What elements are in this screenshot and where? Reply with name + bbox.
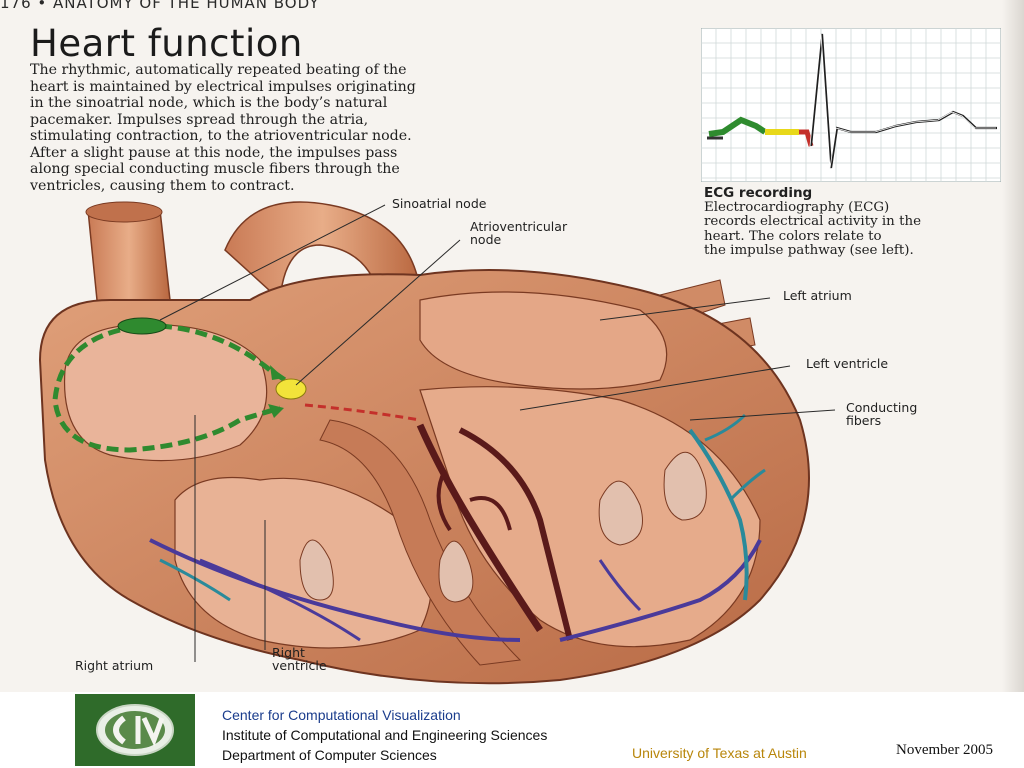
label-conducting-fibers-line1: Conducting	[846, 400, 917, 415]
ccv-logo-graphic	[96, 704, 174, 756]
slide-footer: Center for Computational Visualization I…	[0, 692, 1024, 768]
ecg-caption-title: ECG recording	[704, 185, 813, 201]
intro-line: ventricles, causing them to contract.	[30, 177, 295, 194]
page-header-strip: 176 • ANATOMY OF THE HUMAN BODY	[0, 0, 1024, 12]
papillary-muscle	[299, 539, 334, 601]
bundle-branch-twig	[469, 496, 512, 531]
bundle-branch-trunk	[458, 427, 573, 641]
label-left-ventricle: Left ventricle	[806, 356, 888, 371]
label-conducting-fibers-line2: fibers	[846, 413, 881, 428]
left-atrium-chamber	[419, 291, 668, 390]
ecg-caption-line: heart. The colors relate to	[704, 228, 882, 244]
ecg-grid-svg	[700, 27, 1002, 183]
page-header-text: 176 • ANATOMY OF THE HUMAN BODY	[0, 0, 320, 12]
intro-line: After a slight pause at this node, the i…	[30, 144, 398, 161]
ecg-caption-line: the impulse pathway (see left).	[704, 243, 914, 259]
ecg-caption-line: Electrocardiography (ECG)	[704, 199, 890, 215]
pathway-arrowhead	[270, 365, 284, 380]
papillary-muscle	[438, 540, 474, 603]
atrioventricular-node	[275, 378, 307, 400]
page-title: Heart function	[30, 22, 303, 65]
label-av-node-line2: node	[470, 232, 502, 247]
scanned-page: 176 • ANATOMY OF THE HUMAN BODY Heart fu…	[0, 0, 1024, 692]
ecg-recording-figure	[700, 27, 1002, 183]
ecg-conducting-segment	[799, 129, 814, 147]
leader-left-ventricle	[519, 365, 791, 411]
intro-line: pacemaker. Impulses spread through the a…	[30, 111, 369, 128]
purkinje-fibers	[149, 538, 521, 642]
papillary-muscle	[663, 451, 707, 521]
intro-line: heart is maintained by electrical impuls…	[30, 78, 416, 95]
leader-conducting-fibers	[689, 409, 836, 421]
intro-line: in the sinoatrial node, which is the bod…	[30, 95, 388, 111]
pathway-arrowhead	[268, 404, 284, 418]
footer-org-line: Center for Computational Visualization	[222, 707, 461, 723]
bundle-branch-twig	[436, 469, 452, 532]
label-right-ventricle-line2: ventricle	[272, 658, 327, 673]
purkinje-fibers-teal	[704, 413, 747, 442]
intro-line: stimulating contraction, to the atrioven…	[30, 128, 412, 144]
label-right-ventricle-line1: Right	[272, 645, 305, 660]
footer-org-block: Center for Computational Visualization I…	[222, 705, 547, 765]
footer-org-line: Department of Computer Sciences	[222, 747, 437, 763]
label-av-node-line1: Atrioventricular	[470, 219, 568, 234]
purkinje-fibers	[598, 559, 642, 612]
purkinje-fibers-teal	[159, 558, 231, 602]
ecg-caption: ECG recording Electrocardiography (ECG) …	[704, 186, 1004, 259]
intro-line: along special conducting muscle fibers t…	[30, 161, 400, 177]
ccv-logo-icon	[75, 694, 195, 766]
page-edge-shadow	[1002, 0, 1024, 692]
intro-paragraph: The rhythmic, automatically repeated bea…	[30, 62, 670, 194]
intro-line: The rhythmic, automatically repeated bea…	[30, 62, 407, 78]
papillary-muscle	[598, 480, 643, 546]
bundle-branch-trunk	[416, 423, 543, 632]
purkinje-fibers	[559, 539, 762, 642]
footer-date: November 2005	[896, 742, 994, 758]
sa-impulse-pathway-upper	[159, 323, 287, 383]
leader-left-atrium	[599, 297, 771, 321]
purkinje-fibers-teal	[688, 428, 749, 601]
sa-impulse-pathway	[52, 327, 281, 453]
ecg-sa-segment	[708, 116, 767, 137]
right-atrium-chamber	[63, 323, 268, 462]
interventricular-septum	[319, 419, 522, 666]
bundle-of-his	[304, 403, 421, 422]
purkinje-fibers-teal	[728, 468, 766, 502]
leader-sinoatrial	[159, 204, 386, 321]
footer-university: University of Texas at Austin	[632, 745, 807, 761]
label-sinoatrial-node: Sinoatrial node	[392, 196, 487, 211]
leader-av-node	[295, 239, 461, 386]
vena-cava-opening	[85, 201, 163, 223]
purkinje-fibers	[199, 558, 361, 642]
label-left-atrium: Left atrium	[783, 288, 852, 303]
ecg-caption-line: records electrical activity in the	[704, 214, 921, 230]
sinoatrial-node	[117, 317, 167, 335]
heart-diagram: Sinoatrial node Atrioventricular node Le…	[38, 196, 917, 685]
footer-org-line: Institute of Computational and Engineeri…	[222, 727, 548, 743]
label-right-atrium: Right atrium	[75, 658, 153, 673]
